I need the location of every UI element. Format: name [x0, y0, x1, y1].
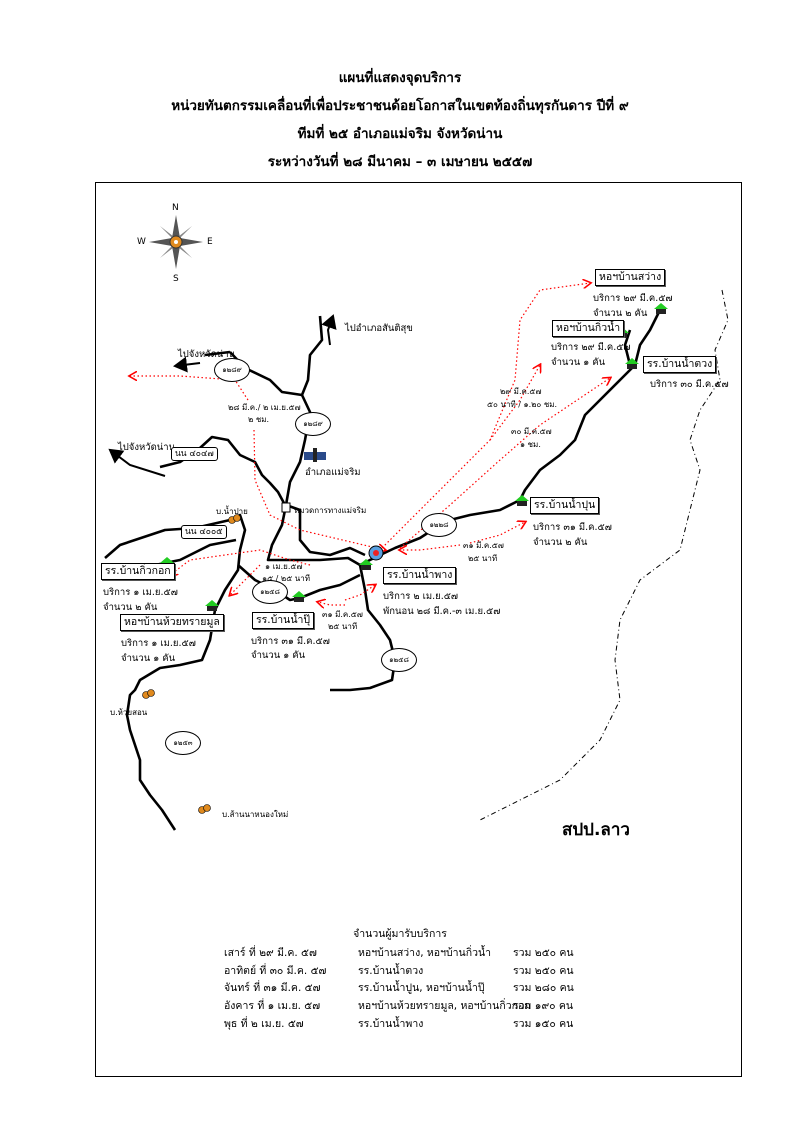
summary-day: จันทร์ ที่ ๓๑ มี.ค. ๕๗: [224, 982, 321, 994]
road-oval: ๑๒๒๘: [421, 513, 457, 537]
site-nam-pun-count: จำนวน ๒ คัน: [533, 537, 588, 548]
site-kiw-nam-service: บริการ ๒๙ มี.ค.๕๗: [551, 342, 631, 353]
route-time: ๑๕ / ๒๕ นาที: [262, 574, 311, 583]
summary-day: อาทิตย์ ที่ ๓๐ มี.ค. ๕๗: [224, 965, 327, 977]
summary-place: หอฯบ้านสว่าง, หอฯบ้านกิ่วน้ำ: [358, 947, 492, 959]
summary-total: รวม ๒๕๐ คน: [513, 947, 574, 959]
summary-place: หอฯบ้านห้วยทรายมูล, หอฯบ้านกิ่วกอก: [358, 1000, 531, 1012]
site-huai-sai-mun-name: หอฯบ้านห้วยทรายมูล: [120, 614, 224, 631]
site-nam-phang-name: รร.บ้านน้ำพาง: [383, 567, 457, 584]
road-box-nn4005: นน ๔๐๐๕: [181, 525, 227, 539]
service-routes: [130, 283, 610, 605]
route-time: ๑ ชม.: [520, 440, 541, 449]
summary-day: พุธ ที่ ๒ เม.ย. ๕๗: [224, 1018, 304, 1030]
summary-total: รวม ๑๙๐ คน: [513, 1000, 574, 1012]
route-date: ๑ เม.ย.๕๗: [265, 562, 303, 571]
summary-place: รร.บ้านน้ำพาง: [358, 1018, 424, 1030]
route-date: ๓๑ มี.ค.๕๗: [463, 541, 504, 550]
site-nam-phang-stay: พักนอน ๒๘ มี.ค.-๓ เม.ย.๕๗: [383, 606, 501, 617]
summary-day: เสาร์ ที่ ๒๙ มี.ค. ๕๗: [224, 947, 317, 959]
label-ban-san-na-nong-mai: บ.ส้านนาหนองใหม่: [222, 810, 289, 819]
title-line-2: หน่วยทันตกรรมเคลื่อนที่เพื่อประชาชนด้อยโ…: [171, 98, 629, 114]
site-sawang-count: จำนวน ๒ คัน: [593, 308, 648, 319]
site-kiw-nam-count: จำนวน ๑ คัน: [551, 357, 606, 368]
summary-total: รวม ๒๘๐ คน: [513, 982, 574, 994]
route-time: ๒๕ นาที: [468, 554, 498, 563]
road-oval: ๑๒๘๙: [214, 358, 250, 382]
site-nam-pun-name: รร.บ้านน้ำปุน: [530, 497, 600, 514]
compass-rose-icon: [149, 215, 203, 269]
site-huai-sai-mun-count: จำนวน ๑ คัน: [121, 653, 176, 664]
compass-east: E: [207, 237, 213, 247]
route-time: ๒ ชม.: [248, 415, 270, 424]
road-oval: ๑๒๘๙: [295, 412, 331, 436]
route-time: ๒๕ นาที: [328, 622, 358, 631]
site-nam-phang-service: บริการ ๒ เม.ย.๕๗: [383, 591, 459, 602]
route-date: ๒๙ มี.ค.๕๗: [500, 387, 542, 396]
site-nam-pu-name: รร.บ้านน้ำปุ๊: [252, 612, 315, 629]
site-nam-pun-service: บริการ ๓๑ มี.ค.๕๗: [533, 522, 612, 533]
compass-south: S: [173, 274, 179, 284]
site-huai-sai-mun-service: บริการ ๑ เม.ย.๕๗: [121, 638, 196, 649]
summary-place: รร.บ้านน้ำตวง: [358, 965, 424, 977]
summary-day: อังคาร ที่ ๑ เม.ย. ๕๗: [224, 1000, 321, 1012]
summary-place: รร.บ้านน้ำปูน, หอฯบ้านน้ำปุ๊: [358, 982, 485, 994]
site-nam-tuang-name: รร.บ้านน้ำตวง: [643, 356, 717, 373]
label-district-office: อำเภอแม่จริม: [305, 467, 361, 478]
label-to-nan-1: ไปจังหวัดน่าน: [178, 349, 236, 360]
site-sawang-name: หอฯบ้านสว่าง: [595, 269, 666, 286]
route-date: ๓๑ มี.ค.๕๗: [322, 610, 363, 619]
title-line-3: ทีมที่ ๒๕ อำเภอแม่จริม จังหวัดน่าน: [297, 126, 503, 142]
label-ban-huai-son: บ.ห้วยสอน: [110, 708, 148, 717]
site-kiw-kok-name: รร.บ้านกิ่วกอก: [101, 563, 175, 580]
label-laos: สปป.ลาว: [562, 820, 630, 840]
site-nam-pu-count: จำนวน ๑ คัน: [251, 650, 306, 661]
title-line-4: ระหว่างวันที่ ๒๘ มีนาคม – ๓ เมษายน ๒๕๕๗: [267, 154, 533, 170]
site-nam-pu-service: บริการ ๓๑ มี.ค.๕๗: [251, 636, 330, 647]
summary-total: รวม ๑๕๐ คน: [513, 1018, 574, 1030]
site-kiw-kok-count: จำนวน ๒ คัน: [103, 602, 158, 613]
site-kiw-nam-name: หอฯบ้านกิ่วน้ำ: [552, 320, 625, 337]
label-to-nan-2: ไปจังหวัดน่าน: [118, 442, 176, 453]
road-box-nn4047: นน ๔๐๔๗: [171, 447, 218, 461]
road-oval: ๑๒๕๘: [381, 648, 417, 672]
highway-office-icon: [281, 502, 291, 513]
label-to-santisuk: ไปอำเภอสันติสุข: [345, 323, 413, 334]
site-nam-tuang-service: บริการ ๓๐ มี.ค.๕๗: [650, 379, 729, 390]
route-date: ๓๐ มี.ค.๕๗: [511, 427, 552, 436]
village-icons: [142, 514, 241, 814]
route-date: ๒๘ มี.ค./ ๒ เม.ย.๕๗: [228, 403, 301, 412]
map-frame: [95, 182, 742, 1077]
road-oval: ๑๒๕๓: [165, 731, 201, 755]
summary-total: รวม ๒๕๐ คน: [513, 965, 574, 977]
road-oval: ๑๒๕๘: [252, 580, 288, 604]
summary-heading: จำนวนผู้มารับบริการ: [353, 928, 447, 940]
compass-west: W: [137, 237, 146, 247]
title-line-1: แผนที่แสดงจุดบริการ: [338, 70, 462, 86]
site-kiw-kok-service: บริการ ๑ เม.ย.๕๗: [103, 587, 178, 598]
label-highway-office: หมวดการทางแม่จริม: [294, 506, 367, 515]
site-sawang-service: บริการ ๒๙ มี.ค.๕๗: [593, 293, 673, 304]
route-time: ๕๐ นาที / ๑.๒๐ ชม.: [487, 400, 558, 409]
label-ban-nam-pai: บ.น้ำปาย: [216, 507, 248, 516]
district-office-icon: [304, 448, 326, 462]
compass-north: N: [172, 203, 179, 213]
